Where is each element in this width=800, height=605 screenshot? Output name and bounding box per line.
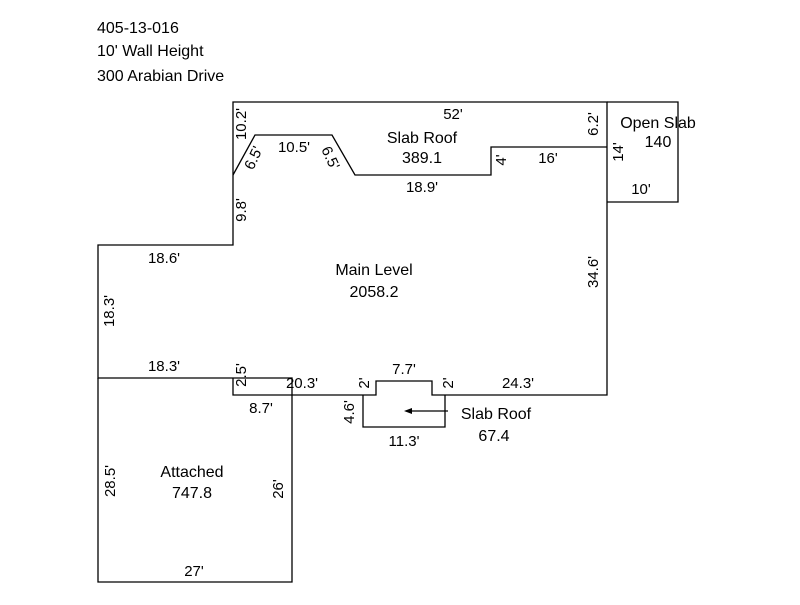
- property-address: 300 Arabian Drive: [97, 68, 224, 85]
- attached-label: Attached: [160, 464, 223, 481]
- dim-step-4: 4': [493, 154, 510, 165]
- slab-roof-top-outline: [232, 134, 607, 176]
- slab-roof-bottom-value: 67.4: [478, 428, 509, 445]
- dim-step-2-5: 2.5': [233, 363, 250, 387]
- arrow-head-icon: [404, 408, 412, 414]
- attached-value: 747.8: [172, 485, 212, 502]
- dim-top-16: 16': [538, 150, 558, 167]
- dim-att-26: 26': [270, 479, 287, 499]
- dim-bot-24-3: 24.3': [502, 375, 534, 392]
- dim-mid-18-3: 18.3': [148, 358, 180, 375]
- dim-top-18-6: 18.6': [148, 250, 180, 267]
- wall-height: 10' Wall Height: [97, 43, 204, 60]
- main-level-outline: [97, 101, 608, 396]
- dim-open-10: 10': [631, 181, 651, 198]
- dim-right-6-2: 6.2': [585, 112, 602, 136]
- main-level-label: Main Level: [335, 262, 412, 279]
- dim-left-9-8: 9.8': [233, 198, 250, 222]
- dim-bot-8-7: 8.7': [249, 400, 273, 417]
- dim-notch-2-left: 2': [356, 377, 373, 388]
- dim-right-34-6: 34.6': [585, 256, 602, 288]
- slab-roof-bottom-label: Slab Roof: [461, 406, 532, 423]
- dim-slab-4-6: 4.6': [341, 400, 358, 424]
- dim-att-27: 27': [184, 563, 204, 580]
- slab-roof-top-label: Slab Roof: [387, 130, 458, 147]
- slab-roof-top-value: 389.1: [402, 150, 442, 167]
- dim-left-10-2: 10.2': [233, 108, 250, 140]
- open-slab-label: Open Slab: [620, 115, 696, 132]
- dim-diag-6-5-left: 6.5': [241, 144, 266, 173]
- open-slab-value: 140: [645, 134, 672, 151]
- dim-top-52: 52': [443, 106, 463, 123]
- dim-top-18-9: 18.9': [406, 179, 438, 196]
- dim-notch-2-right: 2': [440, 377, 457, 388]
- dim-open-14: 14': [610, 142, 627, 162]
- dim-notch-7-7: 7.7': [392, 361, 416, 378]
- main-level-value: 2058.2: [350, 284, 399, 301]
- dim-top-10-5: 10.5': [278, 139, 310, 156]
- dim-slab-11-3: 11.3': [389, 433, 420, 450]
- dim-bot-20-3: 20.3': [286, 375, 318, 392]
- parcel-number: 405-13-016: [97, 20, 179, 37]
- attached-outline: [97, 378, 293, 583]
- dim-att-28-5: 28.5': [102, 465, 119, 497]
- open-slab-outline: [607, 101, 679, 203]
- dim-left-18-3: 18.3': [101, 295, 118, 327]
